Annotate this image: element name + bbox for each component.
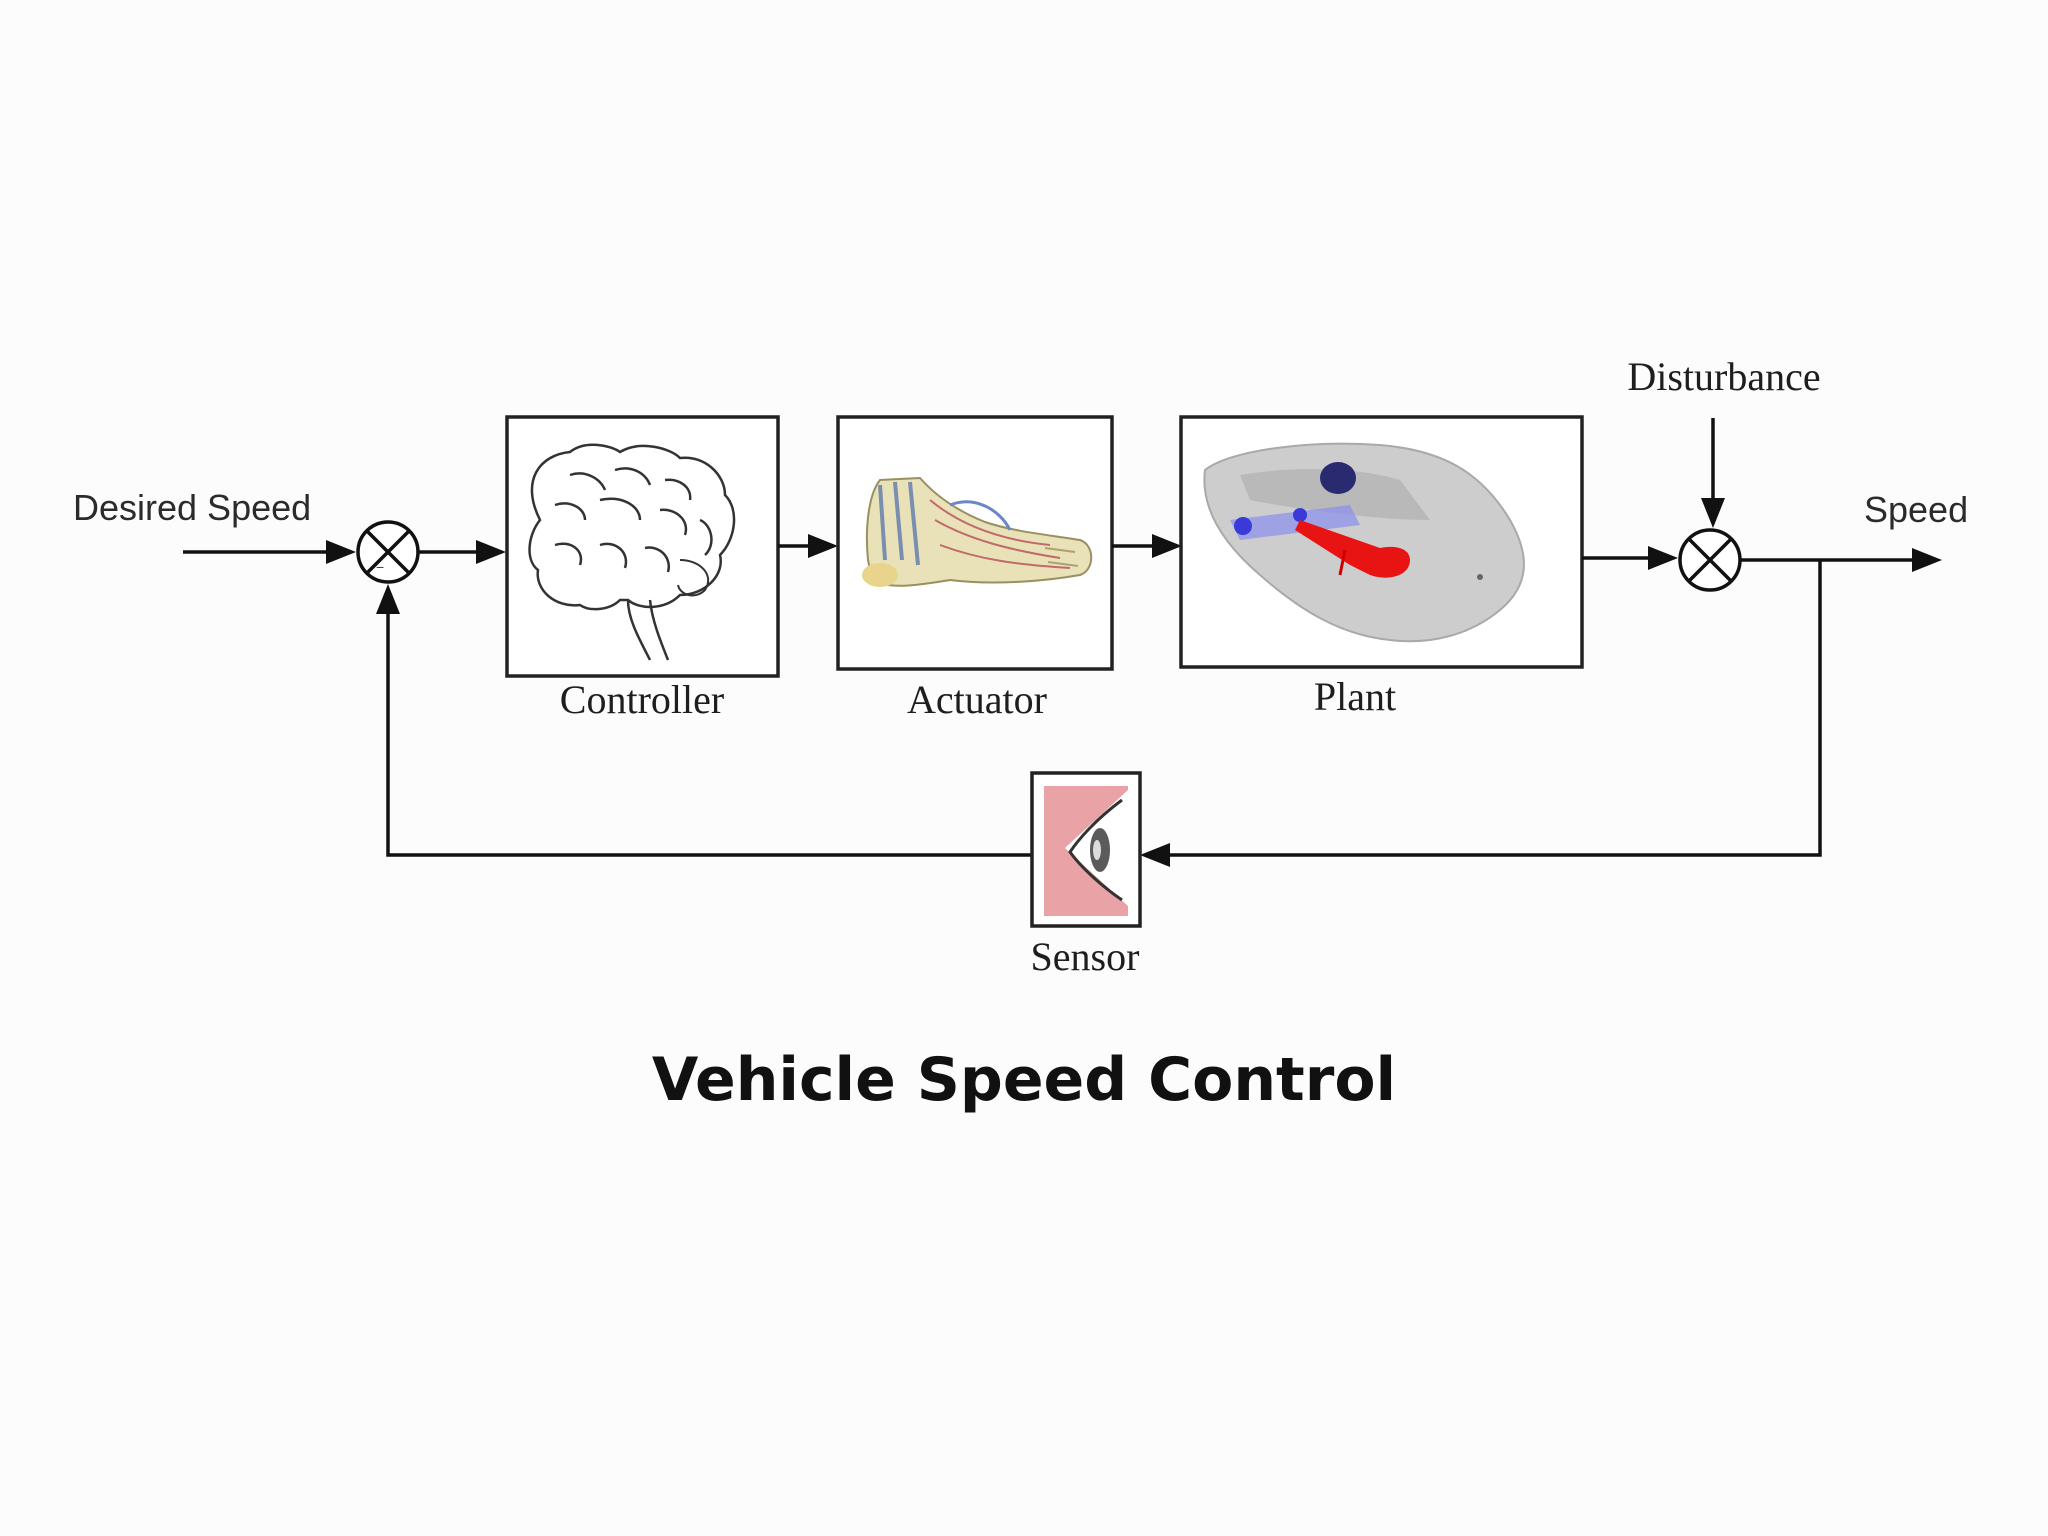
svg-text:−: −: [376, 559, 384, 575]
output-label: Speed: [1864, 489, 1968, 530]
controller-label: Controller: [560, 677, 724, 722]
car-icon: [1203, 442, 1525, 643]
controller-block: [505, 415, 780, 678]
disturbance-label: Disturbance: [1627, 354, 1820, 399]
brain-icon: [528, 443, 736, 661]
disturbance-summing-junction: [1678, 528, 1742, 592]
sensor-label: Sensor: [1031, 934, 1140, 979]
plant-to-junction-arrow: [1582, 546, 1678, 570]
actuator-label: Actuator: [907, 677, 1047, 722]
disturbance-arrow: [1701, 418, 1725, 528]
input-label: Desired Speed: [73, 487, 311, 528]
feedback-path: [376, 560, 1822, 867]
input-summing-junction: −: [356, 520, 420, 584]
sensor-block: [1030, 771, 1142, 928]
plant-block: [1179, 415, 1584, 669]
output-signal-arrow: [1740, 548, 1942, 572]
foot-icon: [862, 476, 1093, 587]
actuator-to-plant-arrow: [1112, 534, 1182, 558]
actuator-block: [836, 415, 1114, 671]
eye-icon: [1044, 786, 1128, 916]
controller-to-actuator-arrow: [778, 534, 838, 558]
slide-caption: Vehicle Speed Control: [651, 1045, 1397, 1115]
junction-to-controller-arrow: [418, 540, 506, 564]
input-signal-arrow: [183, 540, 356, 564]
plant-label: Plant: [1314, 674, 1396, 719]
